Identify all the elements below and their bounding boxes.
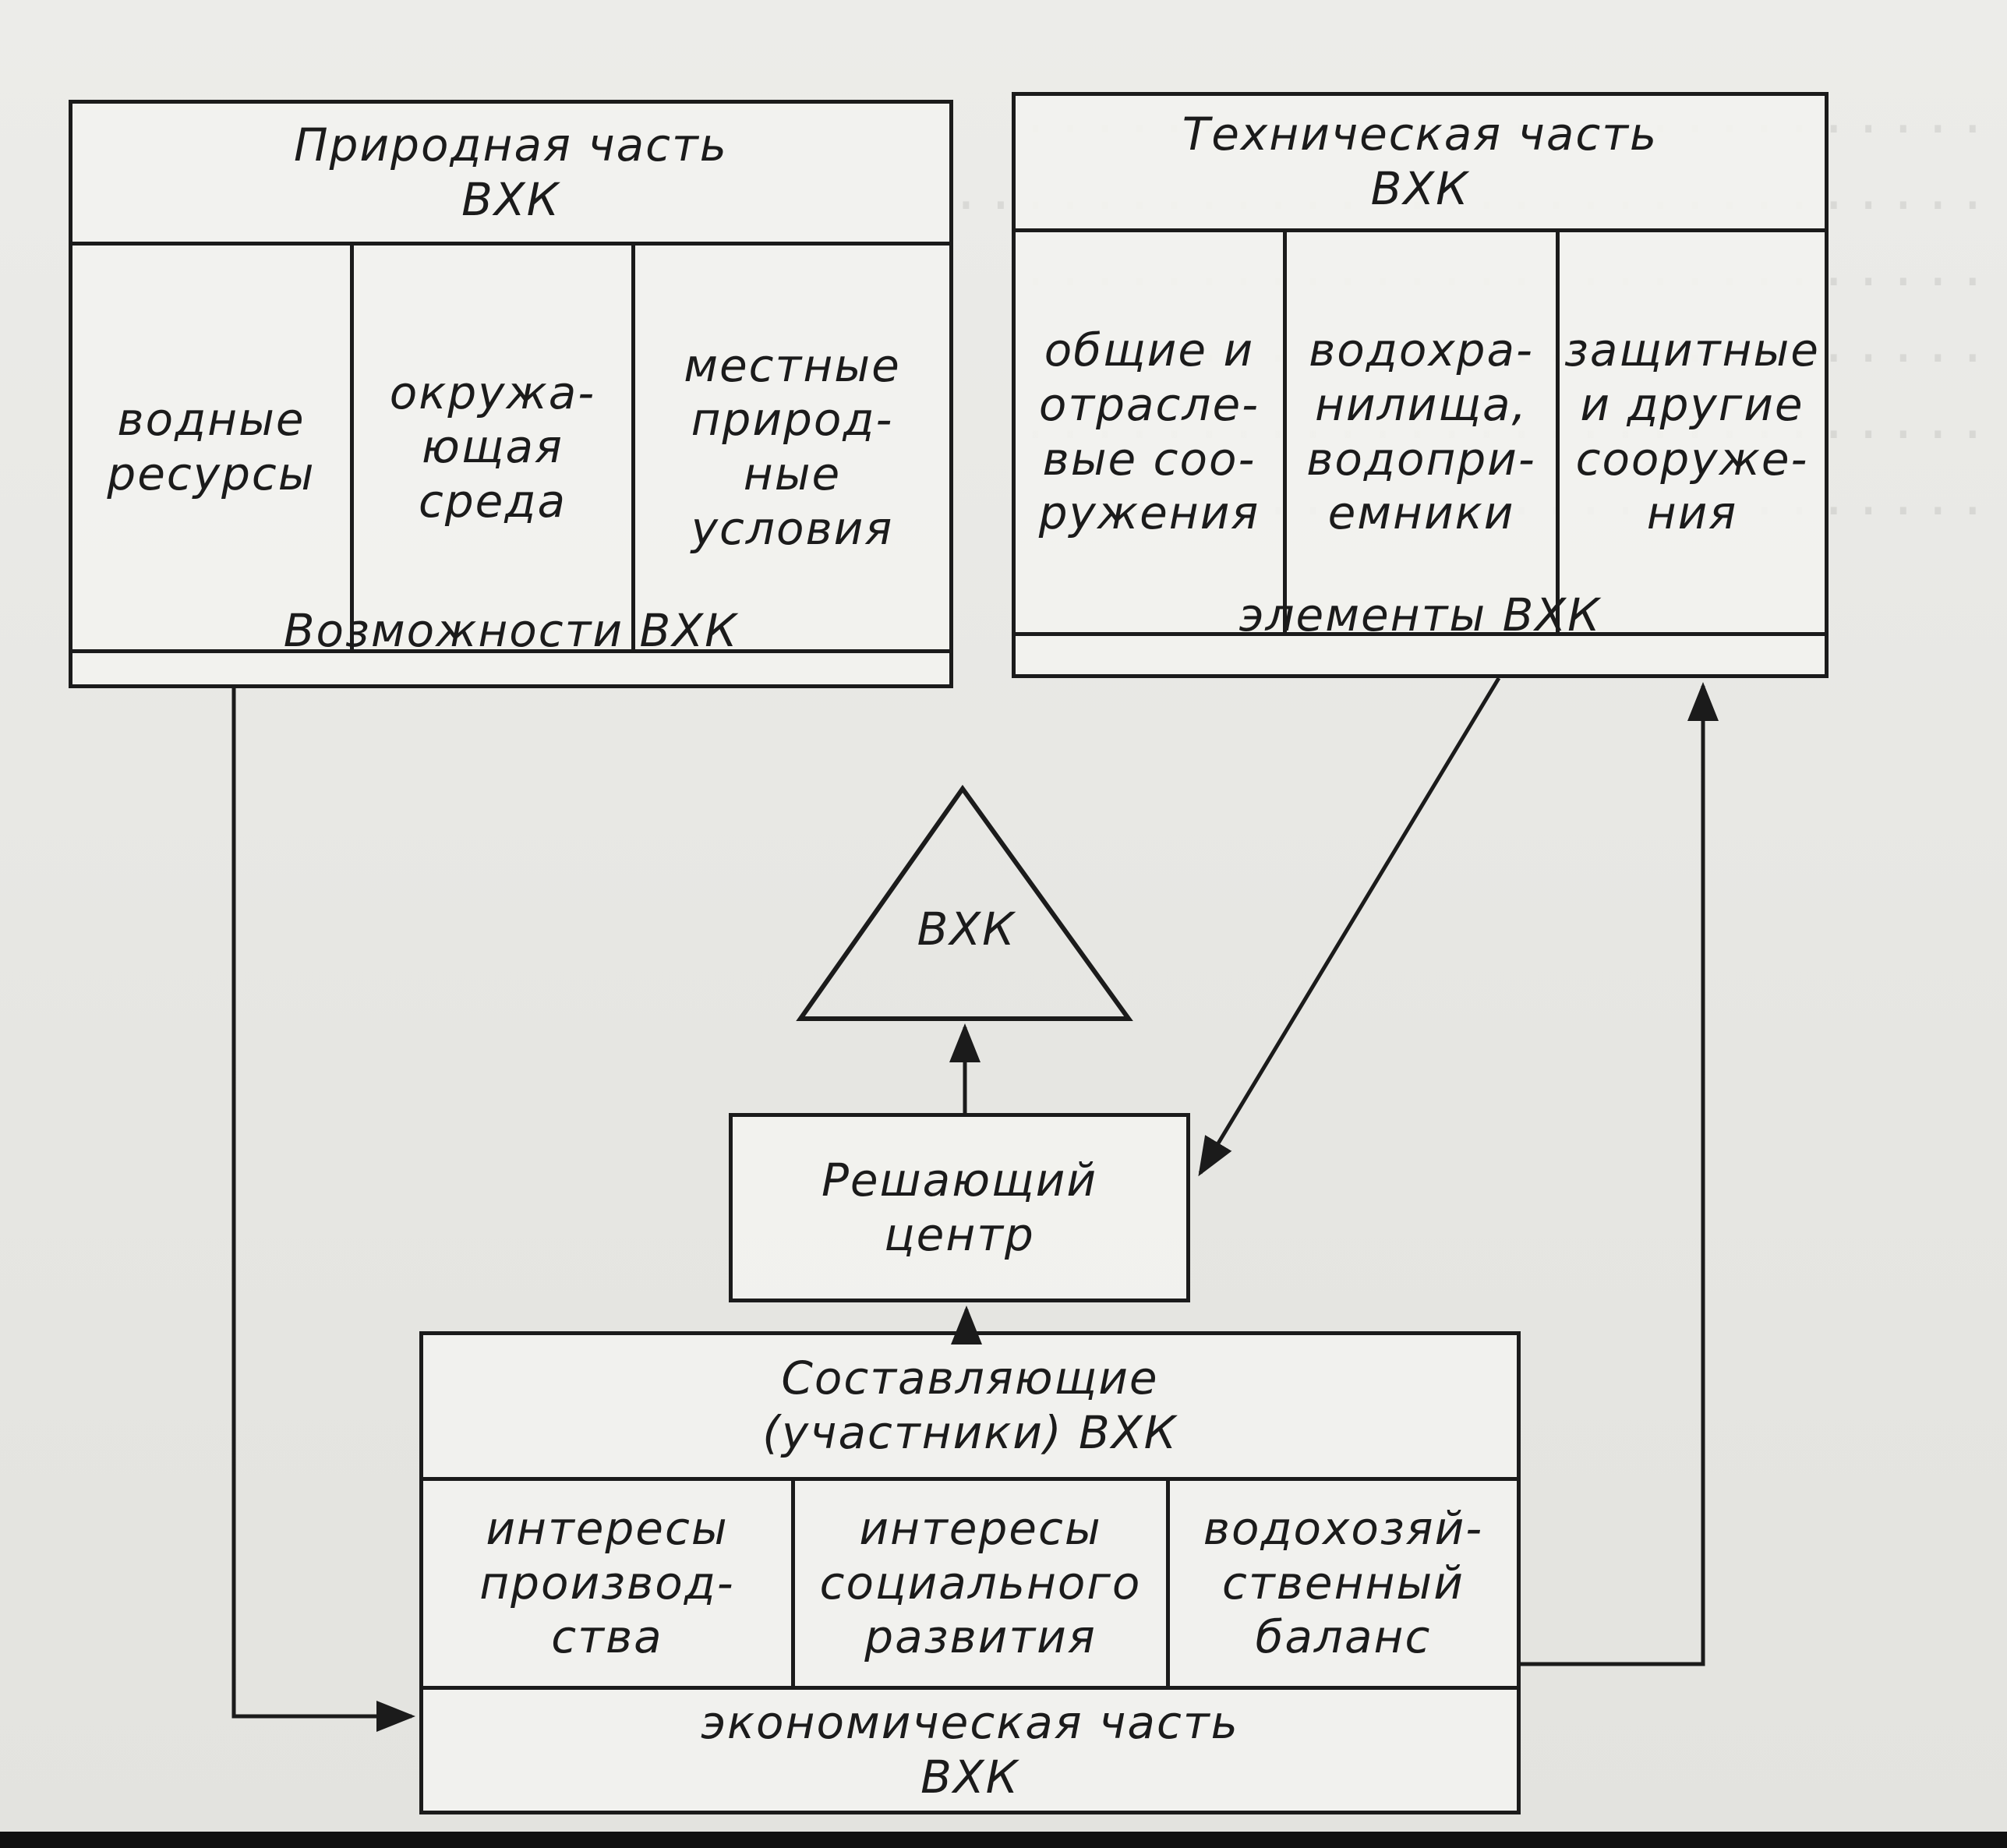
technical-part-footer: элементы ВХК [1016,561,1825,670]
natural-item-cell: водные ресурсы [72,246,350,649]
technical-part-title-cell: Техническая часть ВХК [1016,96,1825,228]
technical-item-cell: защитные и другие сооруже- ния [1560,232,1825,632]
technical-item-cell: общие и отрасле- вые соо- ружения [1016,232,1283,632]
divider [791,1481,795,1686]
natural-part-footer-label: Возможности ВХК [283,604,739,658]
decision-center-box: Решающий центр [729,1113,1190,1302]
natural-item-cell: окружа- ющая среда [354,246,631,649]
technical-part-box: Техническая часть ВХК общие и отрасле- в… [1012,92,1829,678]
divider [1283,232,1287,632]
arrow-technical-to-center [1198,677,1501,1177]
technical-part-footer-label: элементы ВХК [1238,588,1602,642]
triangle-label: ВХК [917,903,1017,956]
technical-item-reservoirs: водохра- нилища, водопри- емники [1306,323,1536,540]
arrow-economic-to-technical [1521,682,1719,1666]
natural-item-environment: окружа- ющая среда [389,366,596,528]
economic-part-title: Составляющие (участники) ВХК [762,1352,1178,1459]
divider [631,246,635,649]
scan-edge [0,1832,2007,1848]
economic-part-box: Составляющие (участники) ВХК интересы пр… [419,1331,1521,1814]
technical-part-title: Техническая часть ВХК [1182,108,1659,215]
economic-part-footer: экономическая часть ВХК [701,1695,1239,1804]
economic-item-balance: водохозяй- ственный баланс [1203,1502,1484,1664]
divider [72,242,949,246]
natural-part-title-cell: Природная часть ВХК [72,104,949,242]
economic-item-cell: интересы производ- ства [423,1481,791,1686]
natural-item-water-resources: водные ресурсы [107,393,316,500]
economic-item-cell: интересы социального развития [795,1481,1166,1686]
divider [72,649,949,653]
arrow-natural-to-economic [231,688,415,1732]
technical-item-cell: водохра- нилища, водопри- емники [1287,232,1556,632]
technical-item-protective: защитные и другие сооруже- ния [1564,323,1820,540]
economic-part-footer-cell: экономическая часть ВХК [423,1690,1517,1811]
natural-item-local-conditions: местные природ- ные условия [684,338,901,555]
technical-item-structures: общие и отрасле- вые соо- ружения [1038,323,1260,540]
economic-item-production: интересы производ- ства [479,1502,735,1664]
divider [423,1686,1517,1690]
natural-item-cell: местные природ- ные условия [635,246,949,649]
divider [423,1477,1517,1481]
divider [1556,232,1560,632]
divider [1016,228,1825,232]
economic-item-cell: водохозяй- ственный баланс [1170,1481,1517,1686]
natural-part-box: Природная часть ВХК водные ресурсы окруж… [69,100,953,688]
natural-part-title: Природная часть ВХК [294,118,728,226]
decision-center-cell: Решающий центр [733,1117,1186,1299]
divider [1016,632,1825,636]
vhk-triangle [796,784,1133,1021]
economic-part-title-cell: Составляющие (участники) ВХК [423,1335,1517,1477]
decision-center-label: Решающий центр [821,1153,1098,1261]
divider [350,246,354,649]
divider [1166,1481,1170,1686]
economic-item-social: интересы социального развития [819,1502,1142,1664]
natural-part-footer: Возможности ВХК [72,581,949,682]
